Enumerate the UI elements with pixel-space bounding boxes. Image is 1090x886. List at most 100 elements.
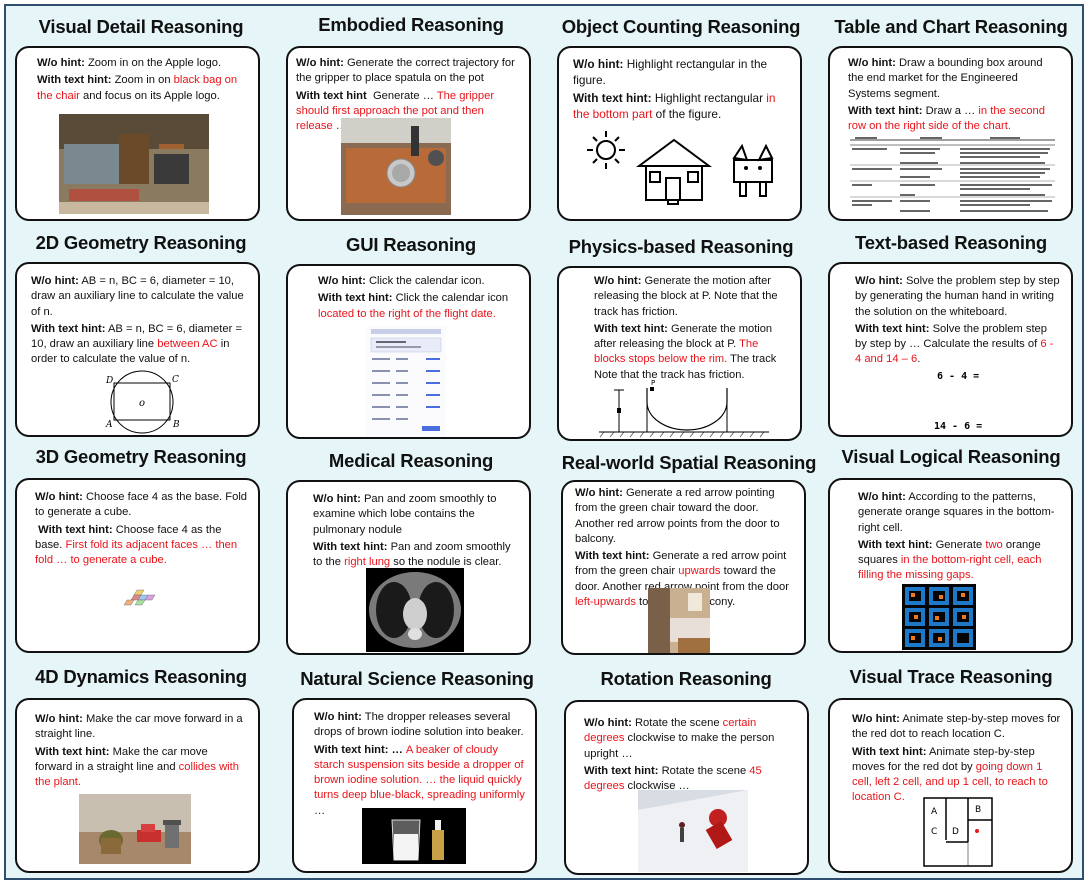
beaker-dropper-image xyxy=(362,808,466,864)
text-hint-text-mid: orange squares xyxy=(858,538,1041,567)
card-natural-science: W/o hint: The dropper releases several d… xyxy=(292,698,537,873)
text-hint-highlight: First fold its adjacent faces … then fol… xyxy=(35,538,238,567)
text-hint-label: With text hint: xyxy=(594,322,668,335)
junk-scene-image xyxy=(59,114,209,214)
card-3d-geometry: W/o hint: Choose face 4 as the base. Fol… xyxy=(15,478,260,653)
title-gui: GUI Reasoning xyxy=(346,234,476,255)
title-table-chart: Table and Chart Reasoning xyxy=(834,16,1068,37)
text-hint-text: Animate step-by-step moves for the red d… xyxy=(852,745,1035,773)
equation-1: 6 - 4 = xyxy=(937,371,980,382)
wo-hint-label: W/o hint: xyxy=(584,717,632,729)
text-hint-highlight: collides with the plant. xyxy=(35,760,239,789)
text-hint-highlight: two xyxy=(985,538,1003,551)
text-hint-highlight: located to the right of the flight date. xyxy=(318,307,496,320)
wo-hint-label: W/o hint: xyxy=(594,275,642,287)
card-embodied: W/o hint: Generate the correct trajector… xyxy=(286,46,531,221)
kitchen-robot-image xyxy=(341,118,451,215)
wo-hint-text: Draw a bounding box around the end marke… xyxy=(848,57,1043,100)
text-hint-text-end: . xyxy=(917,353,921,366)
wo-hint-text: Animate step-by-step moves for the red d… xyxy=(852,713,1061,741)
lung-ct-scan-image xyxy=(366,568,464,652)
point-b-label: B xyxy=(172,420,180,430)
wo-hint-text: According to the patterns, generate oran… xyxy=(858,491,1055,534)
table-thumbnail xyxy=(850,137,1055,212)
text-hint-label: With text hint: xyxy=(31,322,106,335)
cube-net-figure xyxy=(123,589,156,606)
point-p-label: P xyxy=(651,380,655,387)
title-text-based: Text-based Reasoning xyxy=(854,232,1047,253)
text-hint-label: With text hint: xyxy=(573,91,652,105)
title-physics: Physics-based Reasoning xyxy=(568,236,794,257)
card-gui: W/o hint: Click the calendar icon. With … xyxy=(286,264,531,439)
wo-hint-text: The dropper releases several drops of br… xyxy=(314,711,524,739)
text-hint-label: With text hint: xyxy=(35,745,110,758)
text-hint-label: With text hint: xyxy=(852,745,927,758)
text-hint-text-end: so the nodule is clear. xyxy=(390,556,502,569)
text-hint-text: Solve the problem step by step by … Calc… xyxy=(855,322,1048,351)
wo-hint-label: W/o hint: xyxy=(314,711,362,723)
text-hint-text: Pan and zoom smoothly to the xyxy=(313,540,511,569)
wo-hint-text: Generate the correct trajectory for the … xyxy=(296,57,515,85)
text-hint-text-end: and focus on its Apple logo. xyxy=(79,89,220,102)
text-hint-text: Generate a red arrow point from the gree… xyxy=(575,550,787,578)
text-hint-text: Click the calendar icon xyxy=(395,292,509,305)
card-physics: W/o hint: Generate the motion after rele… xyxy=(557,266,802,441)
flight-app-screenshot xyxy=(366,326,446,436)
text-hint-highlight: right lung xyxy=(344,556,391,569)
card-visual-trace: W/o hint: Animate step-by-step moves for… xyxy=(828,698,1073,873)
title-spatial: Real-world Spatial Reasoning xyxy=(561,452,817,473)
maze-figure: A B C D xyxy=(923,797,993,867)
wo-hint-label: W/o hint: xyxy=(35,491,83,503)
wo-hint-label: W/o hint: xyxy=(855,275,903,287)
maze-label-b: B xyxy=(975,805,981,815)
text-hint-highlight: between AC xyxy=(157,338,218,351)
text-hint-highlight: going down 1 cell, left 2 cell, and up 1… xyxy=(852,760,1048,804)
pattern-grid-figure xyxy=(902,584,976,650)
title-visual-logical: Visual Logical Reasoning xyxy=(841,446,1061,467)
maze-label-d: D xyxy=(952,827,959,837)
text-hint-text: Draw a … xyxy=(925,104,979,117)
maze-label-c: C xyxy=(931,827,937,837)
title-4d-dynamics: 4D Dynamics Reasoning xyxy=(35,666,247,687)
wo-hint-label: W/o hint: xyxy=(852,713,900,725)
text-hint-text: Generate … xyxy=(372,89,437,102)
wo-hint-label: W/o hint: xyxy=(296,57,344,69)
wo-hint-label: W/o hint: xyxy=(31,275,79,287)
wo-hint-text: Click the calendar icon. xyxy=(368,275,485,287)
card-visual-logical: W/o hint: According to the patterns, gen… xyxy=(828,478,1073,653)
text-hint-text: Choose face 4 as the base. xyxy=(35,523,222,551)
title-embodied: Embodied Reasoning xyxy=(318,14,504,35)
text-hint-text: Make the car move forward in a straight … xyxy=(35,745,208,773)
card-object-counting: W/o hint: Highlight rectangular in the f… xyxy=(557,46,802,221)
text-hint-label: With text hint: xyxy=(313,540,388,553)
wo-hint-text: Zoom in on the Apple logo. xyxy=(87,57,222,69)
car-and-plant-image xyxy=(79,794,191,864)
text-hint-text-end: clockwise … xyxy=(624,780,690,793)
text-hint-label: With text hint: xyxy=(848,104,923,117)
title-rotation: Rotation Reasoning xyxy=(600,668,772,689)
title-medical: Medical Reasoning xyxy=(328,450,494,471)
text-hint-label: With text hint: xyxy=(318,292,393,305)
shapes-drawing xyxy=(587,131,774,205)
text-hint-highlight: A beaker of cloudy starch suspension sit… xyxy=(314,743,525,802)
wo-hint-label: W/o hint: xyxy=(575,487,623,499)
title-visual-trace: Visual Trace Reasoning xyxy=(849,666,1053,687)
title-natural-science: Natural Science Reasoning xyxy=(300,668,534,689)
text-hint-highlight: 45 degrees xyxy=(584,764,762,793)
center-label: o xyxy=(139,398,145,409)
text-hint-text: Zoom in on xyxy=(114,74,174,87)
text-hint-label: With text hint: xyxy=(37,74,112,87)
text-hint-text-end: of the figure. xyxy=(652,107,722,121)
text-hint-label: With text hint: xyxy=(855,322,930,335)
text-hint-highlight-2: in the bottom-right cell, each filling t… xyxy=(858,554,1042,582)
wo-hint-text: Make the car move forward in a straight … xyxy=(35,713,243,741)
text-hint-highlight: The blocks stops below the rim. xyxy=(594,338,759,366)
wo-hint-label: W/o hint: xyxy=(858,491,906,503)
wo-hint-text: AB = n, BC = 6, diameter = 10, draw an a… xyxy=(31,275,244,318)
point-d-label: D xyxy=(105,376,113,386)
title-object-counting: Object Counting Reasoning xyxy=(561,16,801,37)
equation-2: 14 - 6 = xyxy=(934,421,983,432)
half-pipe-track-figure: P xyxy=(599,380,769,438)
text-hint-highlight: in the second row on the right side of t… xyxy=(848,104,1045,133)
text-hint-text: AB = n, BC = 6, diameter = 10, draw an a… xyxy=(31,322,242,351)
